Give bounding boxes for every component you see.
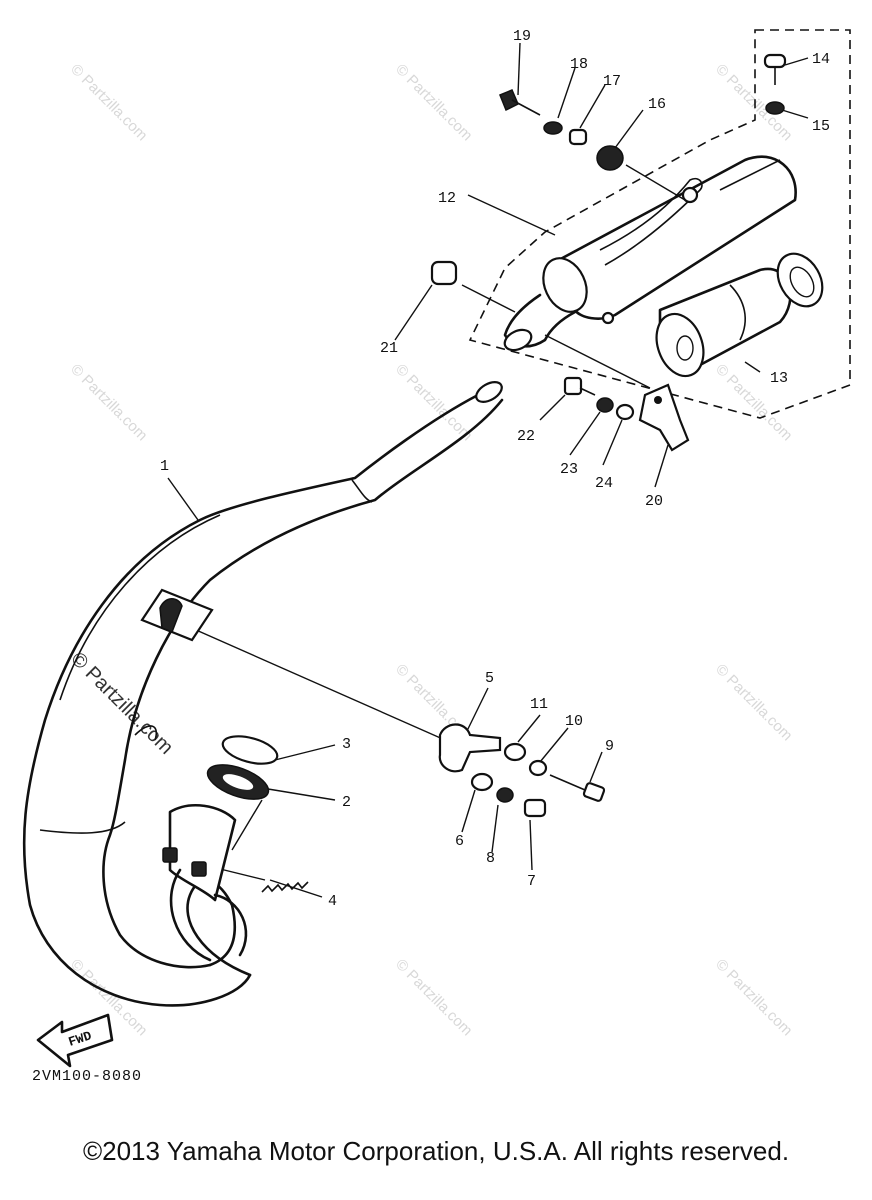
copyright-notice: ©2013 Yamaha Motor Corporation, U.S.A. A… xyxy=(82,1136,790,1166)
callout-17: 17 xyxy=(603,73,621,90)
silencer xyxy=(503,155,797,352)
callout-6: 6 xyxy=(455,833,464,850)
hardware xyxy=(430,53,787,818)
callout-12: 12 xyxy=(438,190,456,207)
watermark: © Partzilla.com xyxy=(67,361,150,444)
watermark: © Partzilla.com xyxy=(712,661,795,744)
gasket-parts xyxy=(162,735,279,962)
watermark-dark: © Partzilla.com xyxy=(66,648,177,759)
callout-16: 16 xyxy=(648,96,666,113)
callout-4: 4 xyxy=(328,893,337,910)
callout-23: 23 xyxy=(560,461,578,478)
callout-13: 13 xyxy=(770,370,788,387)
fwd-arrow: FWD xyxy=(36,1013,114,1068)
callout-numbers: 1 2 3 4 5 6 7 8 9 10 11 12 13 14 15 16 1… xyxy=(160,28,830,910)
silencer-assembly-outline xyxy=(468,29,851,419)
callout-5: 5 xyxy=(485,670,494,687)
callout-22: 22 xyxy=(517,428,535,445)
watermark: © Partzilla.com xyxy=(712,61,795,144)
callout-10: 10 xyxy=(565,713,583,730)
watermarks: © Partzilla.com © Partzilla.com © Partzi… xyxy=(66,61,795,1039)
diagram-code: 2VM100-8080 xyxy=(32,1068,143,1085)
spring xyxy=(261,881,309,893)
callout-14: 14 xyxy=(812,51,830,68)
watermark: © Partzilla.com xyxy=(392,956,475,1039)
callout-19: 19 xyxy=(513,28,531,45)
silencer-packing xyxy=(655,252,824,378)
watermark: © Partzilla.com xyxy=(67,61,150,144)
callout-20: 20 xyxy=(645,493,663,510)
callout-21: 21 xyxy=(380,340,398,357)
callout-2: 2 xyxy=(342,794,351,811)
callout-11: 11 xyxy=(530,696,548,713)
callout-7: 7 xyxy=(527,873,536,890)
watermark: © Partzilla.com xyxy=(712,956,795,1039)
callout-8: 8 xyxy=(486,850,495,867)
callout-18: 18 xyxy=(570,56,588,73)
callout-3: 3 xyxy=(342,736,351,753)
watermark: © Partzilla.com xyxy=(392,61,475,144)
callout-1: 1 xyxy=(160,458,169,475)
callout-9: 9 xyxy=(605,738,614,755)
callout-15: 15 xyxy=(812,118,830,135)
leader-lines xyxy=(167,42,809,898)
callout-24: 24 xyxy=(595,475,613,492)
fwd-label: FWD xyxy=(67,1028,94,1050)
